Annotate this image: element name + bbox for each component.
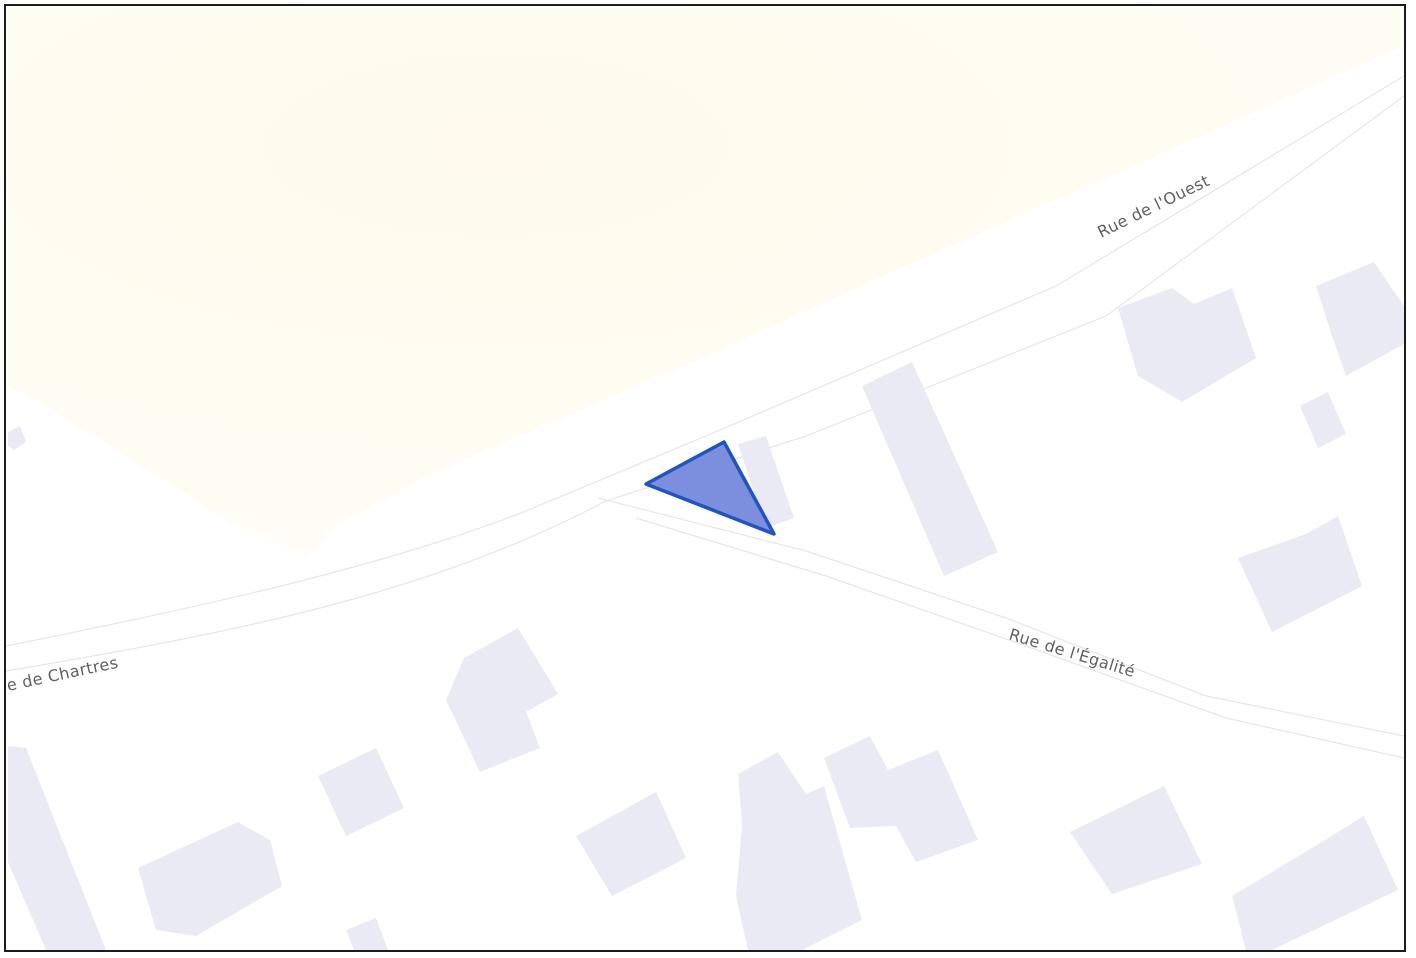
building — [1070, 786, 1202, 894]
building — [1232, 816, 1398, 950]
road-edge-south — [6, 95, 1404, 672]
building — [8, 426, 26, 450]
building — [346, 918, 388, 950]
buildings — [8, 262, 1404, 950]
building — [318, 748, 404, 836]
building — [1238, 516, 1362, 632]
building — [446, 628, 558, 772]
map-frame: Rue de l'Ouest e de Chartres Rue de l'Ég… — [4, 4, 1406, 952]
building — [8, 746, 106, 950]
street-label-rue-ouest: Rue de l'Ouest — [1094, 171, 1212, 242]
building — [862, 362, 998, 576]
building — [138, 822, 282, 936]
building — [824, 736, 978, 862]
map-canvas[interactable]: Rue de l'Ouest e de Chartres Rue de l'Ég… — [6, 6, 1404, 950]
building — [738, 436, 794, 528]
road-edge-north — [6, 75, 1404, 647]
building — [1118, 288, 1256, 402]
location-marker-triangle-icon[interactable] — [644, 440, 776, 536]
street-label-rue-egalite: Rue de l'Égalité — [1007, 625, 1138, 681]
building — [576, 792, 686, 896]
building — [1300, 392, 1346, 448]
building — [736, 752, 862, 950]
street-label-rue-chartres: e de Chartres — [6, 653, 120, 695]
road-edge-egalite-north — [597, 497, 1404, 737]
road-edge-egalite-south — [635, 517, 1404, 759]
park-area — [8, 8, 1404, 556]
building — [1316, 262, 1404, 376]
